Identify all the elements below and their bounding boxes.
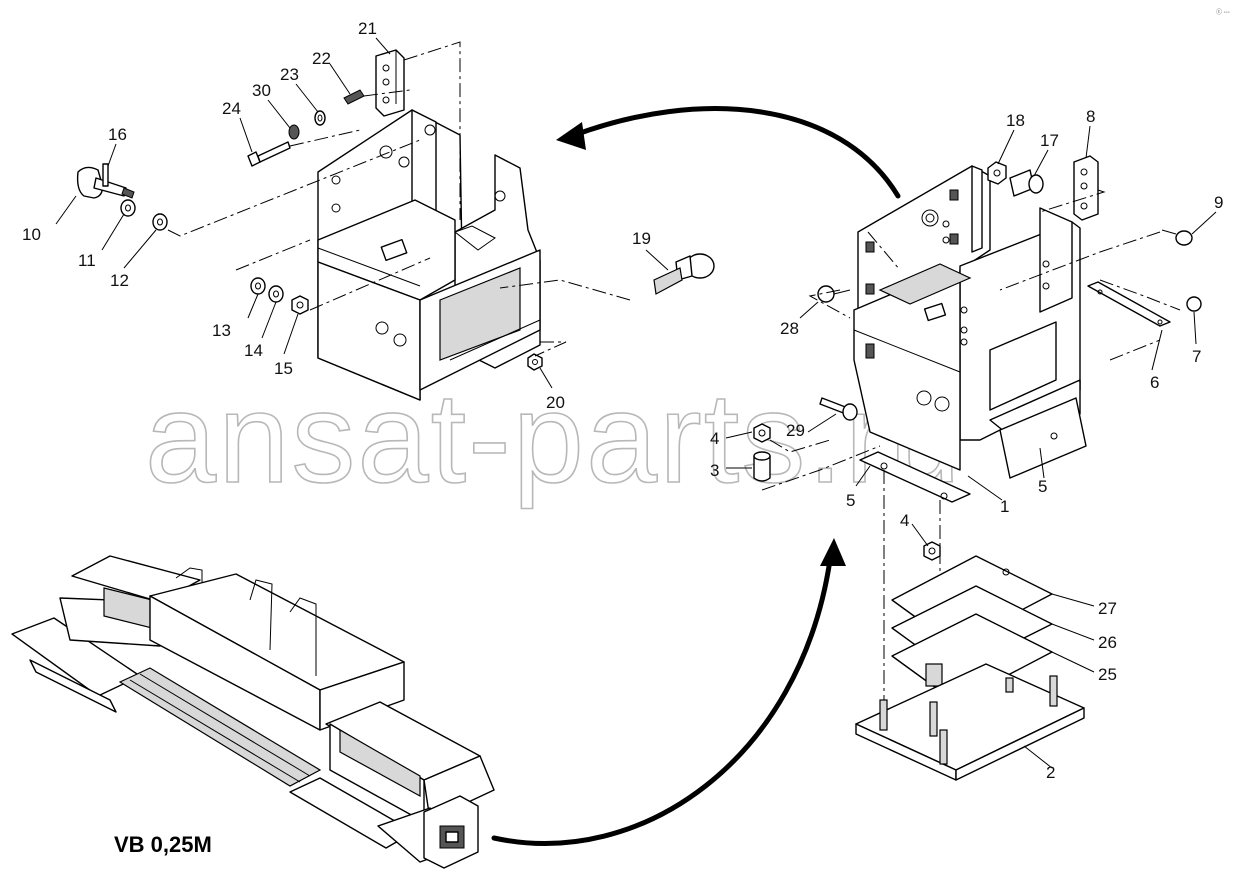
callout-25: 25 — [1098, 665, 1117, 684]
part-13-washer — [250, 277, 266, 295]
walkway-grating-lines — [129, 673, 311, 783]
part-14-washer — [268, 285, 284, 303]
callout-1: 1 — [1000, 497, 1009, 516]
callout-18: 18 — [1006, 111, 1025, 130]
model-label: VB 0,25M — [114, 832, 212, 857]
callout-17: 17 — [1040, 131, 1059, 150]
part-22-pin — [343, 89, 365, 105]
callout-7: 7 — [1192, 347, 1201, 366]
corner-mark: ⓒ ◦◦◦ — [1216, 8, 1230, 16]
part-19-knob-bolt — [653, 253, 715, 295]
arrow-to-upper-left-bracket — [556, 106, 901, 199]
callout-29: 29 — [786, 421, 805, 440]
part-9-screw — [1161, 229, 1193, 246]
part-17-bolt — [1009, 169, 1044, 197]
part-20-nut — [527, 353, 543, 371]
part-10-handle — [76, 166, 135, 199]
part-15-nut — [291, 295, 309, 315]
part-6-side-strip — [1087, 281, 1171, 327]
left-assembly-guides — [167, 41, 631, 357]
callout-5-left: 5 — [846, 491, 855, 510]
callout-4-lower: 4 — [900, 511, 909, 530]
part-2-base-plate — [855, 663, 1085, 781]
part-16-pin — [102, 163, 109, 187]
watermark-text: ansat-parts.ru — [145, 367, 963, 510]
part-4-nut-upper — [753, 423, 771, 443]
callout-21: 21 — [358, 19, 377, 38]
part-11-washer — [120, 199, 136, 217]
callout-28: 28 — [780, 319, 799, 338]
arrow-to-lower-plate-stack — [491, 538, 846, 846]
callout-20: 20 — [546, 393, 565, 412]
left-bracket-assembly — [317, 109, 541, 401]
part-24-bolt — [247, 141, 291, 167]
callout-24: 24 — [222, 99, 241, 118]
callout-9: 9 — [1214, 193, 1223, 212]
callout-27: 27 — [1098, 599, 1117, 618]
callout-12: 12 — [110, 271, 129, 290]
part-18-nut — [987, 161, 1007, 185]
callout-23: 23 — [280, 65, 299, 84]
leader-lines — [55, 37, 1217, 769]
right-assembly-guides — [761, 189, 1181, 700]
callout-16: 16 — [108, 125, 127, 144]
callout-11: 11 — [78, 251, 96, 270]
callout-26: 26 — [1098, 633, 1117, 652]
machine-overview — [11, 555, 495, 869]
part-12-washer — [152, 213, 168, 231]
part-5-bottom-strip-left — [859, 451, 971, 503]
callout-8: 8 — [1086, 107, 1095, 126]
part-28-screw — [817, 285, 851, 303]
callout-10: 10 — [22, 225, 41, 244]
callout-30: 30 — [252, 81, 271, 100]
callout-14: 14 — [244, 341, 263, 360]
part-29-bolt — [819, 397, 858, 421]
callout-13: 13 — [212, 321, 231, 340]
callout-3: 3 — [710, 461, 719, 480]
right-bracket-assembly — [853, 165, 1081, 471]
callout-labels: 21 22 23 30 24 16 10 11 12 13 14 15 19 2… — [22, 19, 1223, 782]
part-21-hinge-block — [375, 49, 405, 117]
callout-6: 6 — [1150, 373, 1159, 392]
callout-5-right: 5 — [1038, 477, 1047, 496]
callout-19: 19 — [632, 229, 651, 248]
part-4-nut-lower — [923, 541, 941, 561]
callout-15: 15 — [274, 359, 293, 378]
part-5-bottom-strip-right — [999, 397, 1087, 479]
callout-22: 22 — [312, 49, 331, 68]
part-7-screw — [1186, 296, 1202, 312]
callout-4: 4 — [710, 429, 719, 448]
callout-2: 2 — [1046, 763, 1055, 782]
part-8-hinge-block — [1073, 155, 1099, 221]
part-3-bushing — [753, 451, 771, 482]
part-30-lock-washer — [288, 124, 300, 140]
part-23-washer — [314, 110, 326, 126]
